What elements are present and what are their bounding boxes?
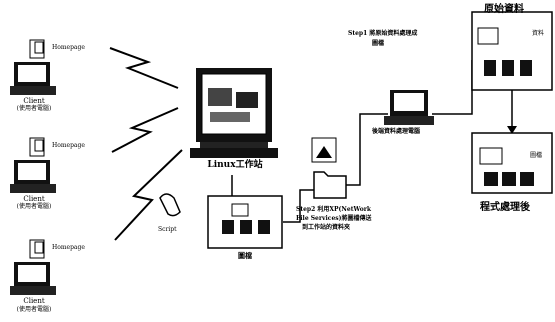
client-sub-3: (使用者電腦): [4, 306, 64, 313]
processed-image-3: [520, 172, 534, 186]
step1-line1: Step1 將原始資料處理成: [348, 30, 417, 37]
homepage-label-3: Homepage: [52, 244, 85, 251]
processed-image-2: [502, 172, 516, 186]
raw-doc-icon-1: [484, 60, 496, 76]
homepage-icon-1: [35, 42, 43, 53]
raw-folder-icon: [478, 28, 498, 44]
image-icon-a: [222, 220, 234, 234]
processed-sub: 圖檔: [530, 152, 542, 159]
raw-data-title: 原始資料: [484, 0, 524, 15]
raw-doc-icon-3: [520, 60, 532, 76]
link-folder-datapc: [346, 114, 388, 185]
raw-data-box: [472, 12, 552, 90]
wireless-link-2: [112, 108, 178, 152]
wireless-link-1: [110, 48, 178, 88]
workstation-label: Linux工作站: [192, 161, 278, 169]
step2-line2: File Services)將圖檔傳送: [296, 215, 372, 222]
script-icon: [160, 194, 180, 216]
homepage-label-1: Homepage: [52, 44, 85, 51]
step1-line2: 圖檔: [372, 40, 384, 47]
raw-doc-icon-2: [502, 60, 514, 76]
client-label-2: Client: [10, 195, 58, 203]
linux-workstation-icon: [190, 68, 278, 158]
client-label-1: Client: [10, 97, 58, 105]
script-label: Script: [158, 226, 177, 233]
processed-image-1: [484, 172, 498, 186]
client-sub-1: (使用者電腦): [4, 105, 64, 112]
homepage-icon-2: [35, 140, 43, 151]
client-label-3: Client: [10, 297, 58, 305]
folder-icon: [314, 172, 346, 198]
client-sub-2: (使用者電腦): [4, 203, 64, 210]
client-computer-2: [10, 138, 56, 193]
homepage-label-2: Homepage: [52, 142, 85, 149]
data-pc-label: 後端資料處理電腦: [372, 128, 420, 135]
homepage-icon-3: [35, 242, 43, 253]
raw-data-sub: 資料: [532, 30, 544, 37]
processed-title: 程式處理後: [480, 198, 530, 213]
client-computer-1: [10, 40, 56, 95]
client-computer-3: [10, 240, 56, 295]
folder-small-icon: [232, 204, 248, 216]
images-box-label: 圖檔: [208, 252, 282, 260]
link-datapc-raw: [432, 60, 472, 114]
image-icon-b: [240, 220, 252, 234]
step2-line3: 到工作站的資料夾: [302, 224, 350, 231]
data-processing-pc-icon: [384, 90, 434, 125]
image-icon-c: [258, 220, 270, 234]
step2-line1: Step2 利用XP(NetWork: [296, 206, 371, 213]
processed-folder-icon: [480, 148, 502, 164]
